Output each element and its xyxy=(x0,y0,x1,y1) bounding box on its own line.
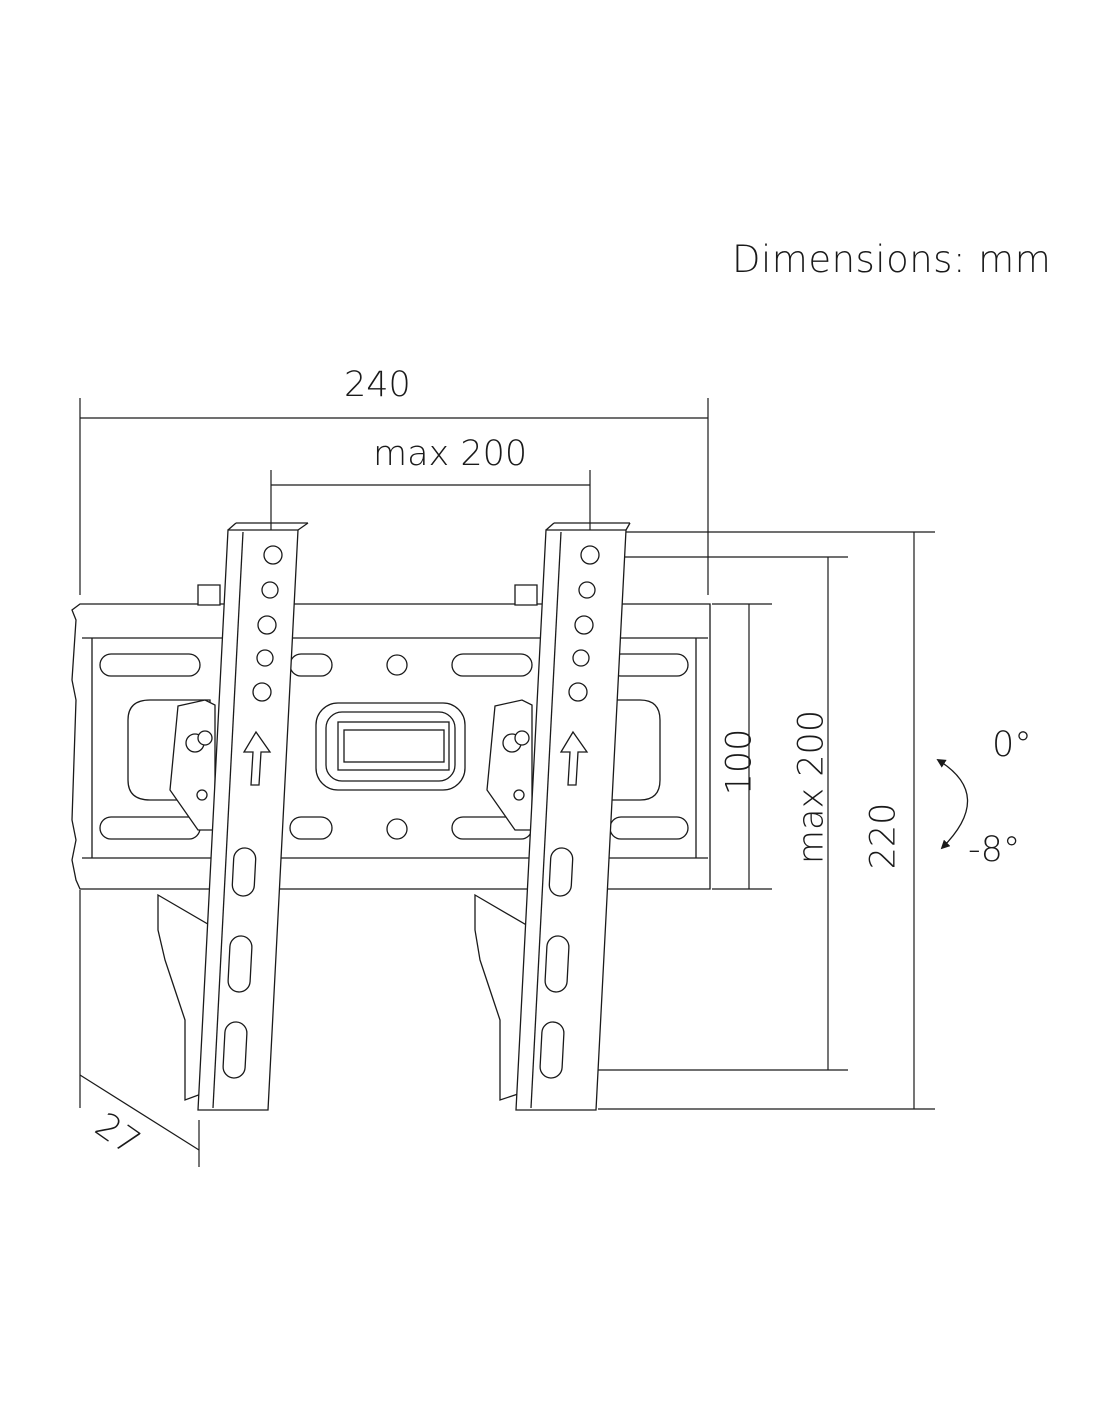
depth-27-dimension-line xyxy=(79,1074,200,1151)
overall-width-label: 240 xyxy=(344,365,411,405)
max-hole-spacing-horizontal-label: max 200 xyxy=(373,434,528,474)
left-upper-tab xyxy=(197,584,221,606)
arm-hole xyxy=(256,649,274,667)
max-hole-spacing-vertical-label: max 200 xyxy=(791,709,832,865)
plate-hole xyxy=(386,654,408,676)
plate-slot xyxy=(451,653,533,677)
plate-slot xyxy=(289,816,333,840)
arm-slot xyxy=(231,847,257,897)
plate-slot xyxy=(289,653,333,677)
bubble-level xyxy=(337,721,450,771)
left-bracket-arm xyxy=(157,522,309,1111)
bolt xyxy=(514,730,530,746)
up-arrow-icon xyxy=(559,730,589,786)
bolt xyxy=(197,730,213,746)
arm-hole xyxy=(257,615,277,635)
right-upper-tab xyxy=(514,584,538,606)
arm-hole xyxy=(580,545,600,565)
arm-hole xyxy=(572,649,590,667)
bubble-level-window xyxy=(343,729,445,763)
units-label: Dimensions: mm xyxy=(732,238,1052,281)
up-arrow-icon xyxy=(242,730,272,786)
plate-hole xyxy=(386,818,408,840)
plate-slot xyxy=(609,816,689,840)
arm-hole xyxy=(568,682,588,702)
arm-hole xyxy=(263,545,283,565)
right-bracket-arm xyxy=(474,522,631,1111)
hinge-hole xyxy=(513,789,525,801)
wall-plate-height-label: 100 xyxy=(719,728,760,796)
tilt-arc xyxy=(936,759,969,850)
plate-slot xyxy=(99,653,201,677)
right-arm-body xyxy=(515,529,627,1111)
arm-slot xyxy=(227,935,253,993)
arm-hole xyxy=(578,581,596,599)
left-arm-body xyxy=(197,529,299,1111)
plate-slot xyxy=(99,816,201,840)
plate-cutout xyxy=(609,699,661,801)
hinge-hole xyxy=(196,789,208,801)
arm-hole xyxy=(261,581,279,599)
plate-slot xyxy=(609,653,689,677)
arm-slot xyxy=(222,1021,248,1079)
arm-hole xyxy=(574,615,594,635)
arm-slot xyxy=(544,935,570,993)
dimension-lines xyxy=(79,398,935,1167)
arm-hole xyxy=(252,682,272,702)
tilt-lower-angle-label: -8° xyxy=(968,830,1021,870)
arm-slot xyxy=(548,847,574,897)
overall-height-label: 220 xyxy=(863,802,904,870)
tilt-upper-angle-label: 0° xyxy=(992,725,1032,765)
arm-slot xyxy=(539,1021,565,1079)
